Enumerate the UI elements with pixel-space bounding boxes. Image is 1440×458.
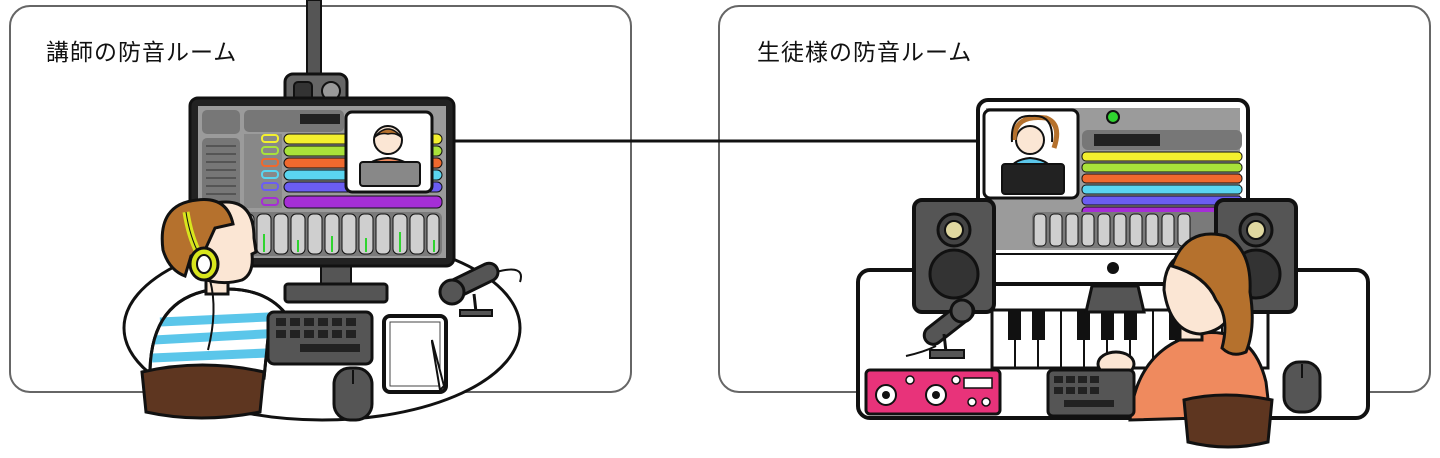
audio-interface-icon (864, 368, 1002, 416)
student-chair (1182, 393, 1274, 449)
keyboard-icon (1046, 368, 1136, 418)
teacher-room-label: 講師の防音ルーム (46, 40, 238, 66)
monitor-icon (188, 96, 456, 304)
speaker-icon (912, 198, 996, 314)
student-person (1096, 232, 1274, 449)
speaker-icon (1214, 198, 1298, 314)
microphone-icon (905, 298, 976, 359)
teacher-chair (140, 363, 266, 420)
microphone-icon (438, 261, 522, 317)
mouse-icon (1282, 360, 1322, 414)
student-room-label: 生徒様の防音ルーム (757, 40, 973, 66)
headphones-icon (182, 211, 220, 351)
keyboard-icon (266, 310, 374, 366)
mouse-icon (332, 366, 374, 422)
tablet-icon (382, 314, 448, 394)
monitor-icon (976, 98, 1250, 314)
